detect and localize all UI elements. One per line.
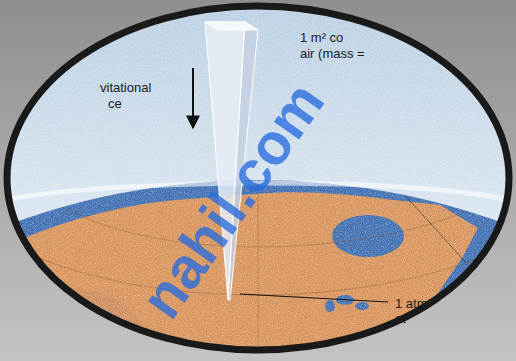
- watermark: nahil.com: [129, 71, 335, 328]
- force-arrow: [192, 68, 194, 128]
- pressure-label: at: [395, 311, 406, 326]
- leader-line: [240, 294, 388, 302]
- oval-frame: [7, 6, 509, 350]
- force-label: ce: [108, 96, 122, 111]
- pressure-label: 1 atm: [395, 296, 428, 311]
- column-label: 1 m² co: [300, 30, 343, 45]
- force-label: vitational: [100, 80, 151, 95]
- column-label: air (mass =: [300, 46, 365, 61]
